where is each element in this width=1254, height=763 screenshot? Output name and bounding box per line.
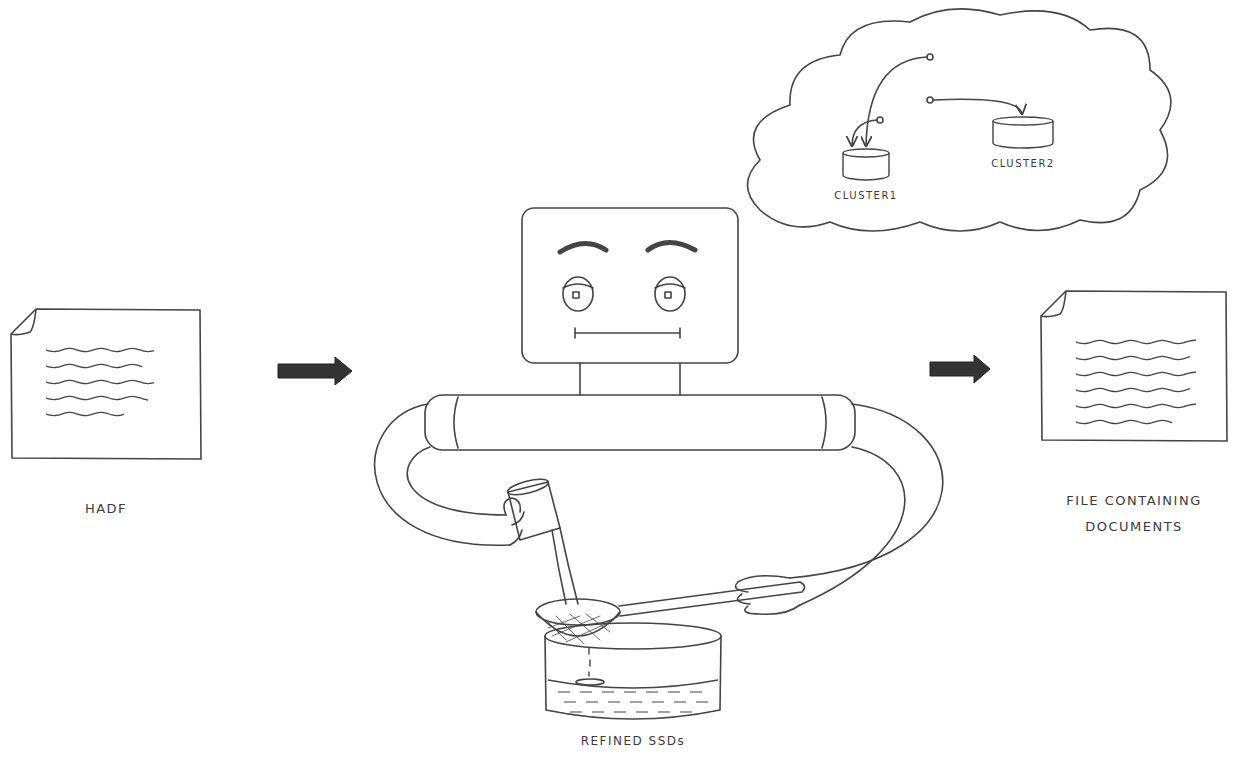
text-line [1076, 372, 1196, 375]
document-fold [1041, 291, 1066, 317]
text-line [1076, 420, 1172, 423]
liquid-surface [548, 680, 718, 688]
splash [576, 679, 604, 685]
robot-eye [655, 277, 685, 311]
flow-arrow [278, 357, 352, 385]
robot-arm [375, 404, 510, 545]
pour-stream [552, 528, 578, 604]
robot-arm [407, 447, 506, 515]
document-outline [1041, 291, 1227, 441]
text-line [46, 348, 154, 351]
document-icon: HADF [10, 308, 202, 522]
source-dot [927, 54, 933, 60]
cluster-cylinder-shape [992, 116, 1054, 148]
robot-pupil [573, 292, 579, 298]
robot-cuff [454, 397, 826, 448]
robot-hand [736, 576, 800, 615]
document-outline [11, 309, 201, 459]
robot-arm [790, 404, 943, 578]
bowl-shape [544, 622, 722, 722]
flow-arrow [930, 355, 990, 383]
robot-body [425, 395, 855, 450]
robot-neck [580, 363, 680, 395]
drops [589, 648, 590, 676]
cylinder-top [993, 117, 1053, 125]
flow-arrow [852, 120, 877, 146]
text-line [1076, 404, 1196, 407]
flow-arrow [933, 99, 1022, 114]
bowl-rim [545, 623, 721, 649]
sieve-handle [619, 582, 805, 616]
source-dot [877, 117, 883, 123]
robot-pupil [665, 292, 671, 298]
node-label: FILE CONTAINING DOCUMENTS [1042, 488, 1226, 540]
text-line [1076, 356, 1190, 359]
text-line [1076, 340, 1196, 343]
cluster-cylinder: CLUSTER2 [987, 116, 1059, 177]
source-dot [927, 97, 933, 103]
node-label: CLUSTER2 [987, 151, 1059, 177]
liquid [558, 692, 708, 712]
bowl: REFINED SSDs [544, 622, 722, 754]
cluster-cylinder-shape [842, 148, 890, 180]
document-icon-shape [10, 308, 202, 460]
text-line [46, 412, 124, 415]
cluster-cylinder: CLUSTER1 [830, 148, 902, 209]
cylinder-top [843, 149, 889, 157]
text-line [1076, 388, 1190, 391]
text-line [46, 364, 142, 367]
robot-mouth [575, 328, 680, 338]
document-fold [11, 309, 36, 335]
node-label: REFINED SSDs [544, 728, 722, 754]
flow-arrow [866, 57, 927, 146]
robot-arm [800, 447, 905, 605]
text-line [46, 396, 148, 400]
node-label: HADF [10, 496, 202, 522]
robot-eyebrow [648, 243, 695, 251]
pencil-drawing [375, 9, 1171, 685]
text-line [46, 380, 154, 383]
robot-hand [504, 498, 524, 545]
robot-eyelid [655, 284, 685, 288]
cup-rim [506, 476, 550, 498]
robot-eyelid [563, 284, 593, 288]
node-label: CLUSTER1 [830, 183, 902, 209]
robot-eye [563, 277, 593, 311]
robot-head [522, 208, 738, 363]
thought-cloud [748, 9, 1171, 231]
bowl-outline [545, 636, 721, 719]
document-icon-shape [1040, 290, 1228, 442]
document-icon: FILE CONTAINING DOCUMENTS [1040, 290, 1228, 540]
robot-eyebrow [560, 243, 606, 252]
